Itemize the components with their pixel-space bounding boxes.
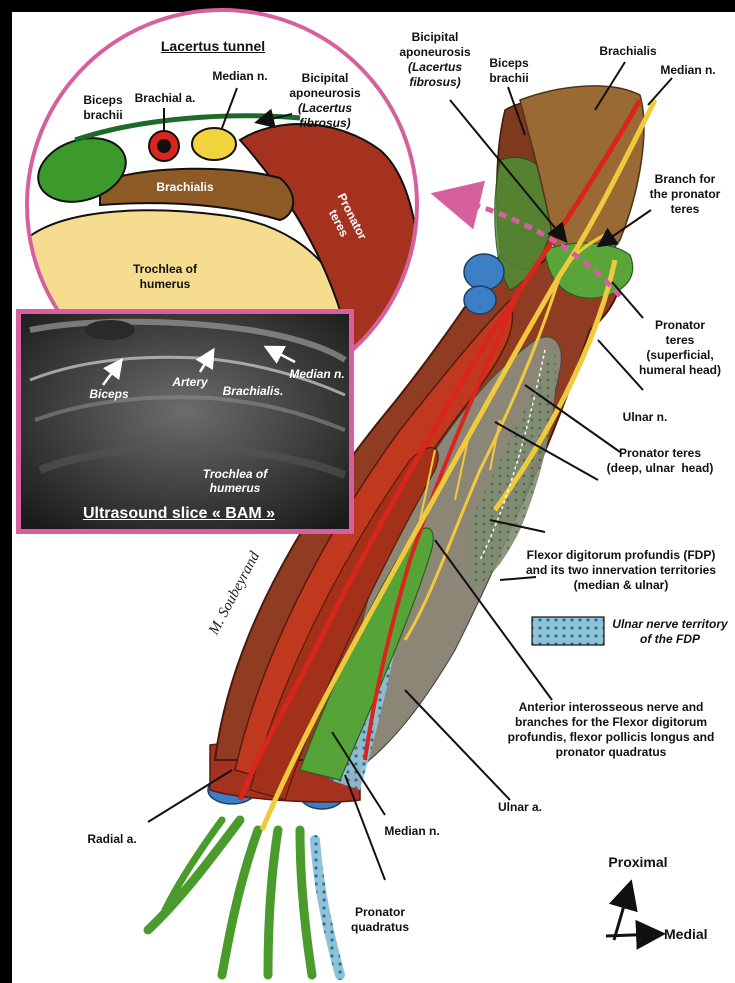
us-label-trochlea: Trochlea of humerus: [180, 467, 290, 495]
us-label-biceps: Biceps: [84, 387, 134, 401]
us-label-artery: Artery: [165, 375, 215, 389]
ultrasound-title: Ultrasound slice « BAM »: [18, 505, 340, 523]
ultrasound-panel: [16, 309, 354, 534]
humerus-condyle: [464, 286, 496, 314]
inset-label-median-nerve: Median n.: [200, 69, 280, 84]
apon-line2: aponeurosis: [385, 45, 485, 60]
legend-swatch-ulnar-territory: [532, 617, 604, 645]
medial-arrow: [606, 934, 660, 936]
label-biceps-brachii: Biceps brachii: [477, 56, 541, 86]
apon-line4: fibrosus): [385, 75, 485, 90]
inset-aponeurosis-line1: Bicipital: [280, 71, 370, 86]
label-pronator-quadratus: Pronator quadratus: [340, 905, 420, 935]
label-proximal: Proximal: [598, 855, 678, 870]
inset-label-aponeurosis: Bicipital aponeurosis (Lacertus fibrosus…: [280, 71, 370, 131]
label-pronator-teres-superficial: Pronator teres (superficial, humeral hea…: [630, 318, 730, 378]
legend-label-ulnar-territory: Ulnar nerve territory of the FDP: [607, 617, 733, 647]
inset-aponeurosis-line2: aponeurosis: [280, 86, 370, 101]
label-anterior-interosseous-nerve: Anterior interosseous nerve and branches…: [492, 700, 730, 760]
inset-title: Lacertus tunnel: [148, 38, 278, 54]
inset-label-brachial-artery: Brachial a.: [120, 91, 210, 106]
apon-line3: (Lacertus: [385, 60, 485, 75]
label-radial-artery: Radial a.: [72, 832, 152, 847]
humerus-epicondyle: [464, 254, 504, 290]
apon-line1: Bicipital: [385, 30, 485, 45]
label-ulnar-artery: Ulnar a.: [480, 800, 560, 815]
us-label-brachialis: Brachialis.: [213, 384, 293, 398]
label-fdp: Flexor digitorum profundis (FDP) and its…: [510, 548, 732, 593]
label-branch-pronator-teres: Branch for the pronator teres: [640, 172, 730, 217]
label-ulnar-nerve: Ulnar n.: [610, 410, 680, 425]
inset-median-nerve: [192, 128, 236, 160]
inset-label-trochlea: Trochlea of humerus: [115, 262, 215, 292]
label-bicipital-aponeurosis: Bicipital aponeurosis (Lacertus fibrosus…: [385, 30, 485, 90]
label-medial: Medial: [664, 927, 724, 942]
label-brachialis: Brachialis: [588, 44, 668, 59]
inset-label-brachialis: Brachialis: [140, 180, 230, 195]
label-median-nerve-bottom: Median n.: [372, 824, 452, 839]
inset-aponeurosis-line3: (Lacertus: [280, 101, 370, 116]
label-median-nerve-top: Median n.: [648, 63, 728, 78]
us-label-median-nerve: Median n.: [282, 367, 352, 381]
inset-aponeurosis-line4: fibrosus): [280, 116, 370, 131]
label-pronator-teres-deep: Pronator teres (deep, ulnar head): [590, 446, 730, 476]
ultrasound-image: [21, 314, 349, 529]
